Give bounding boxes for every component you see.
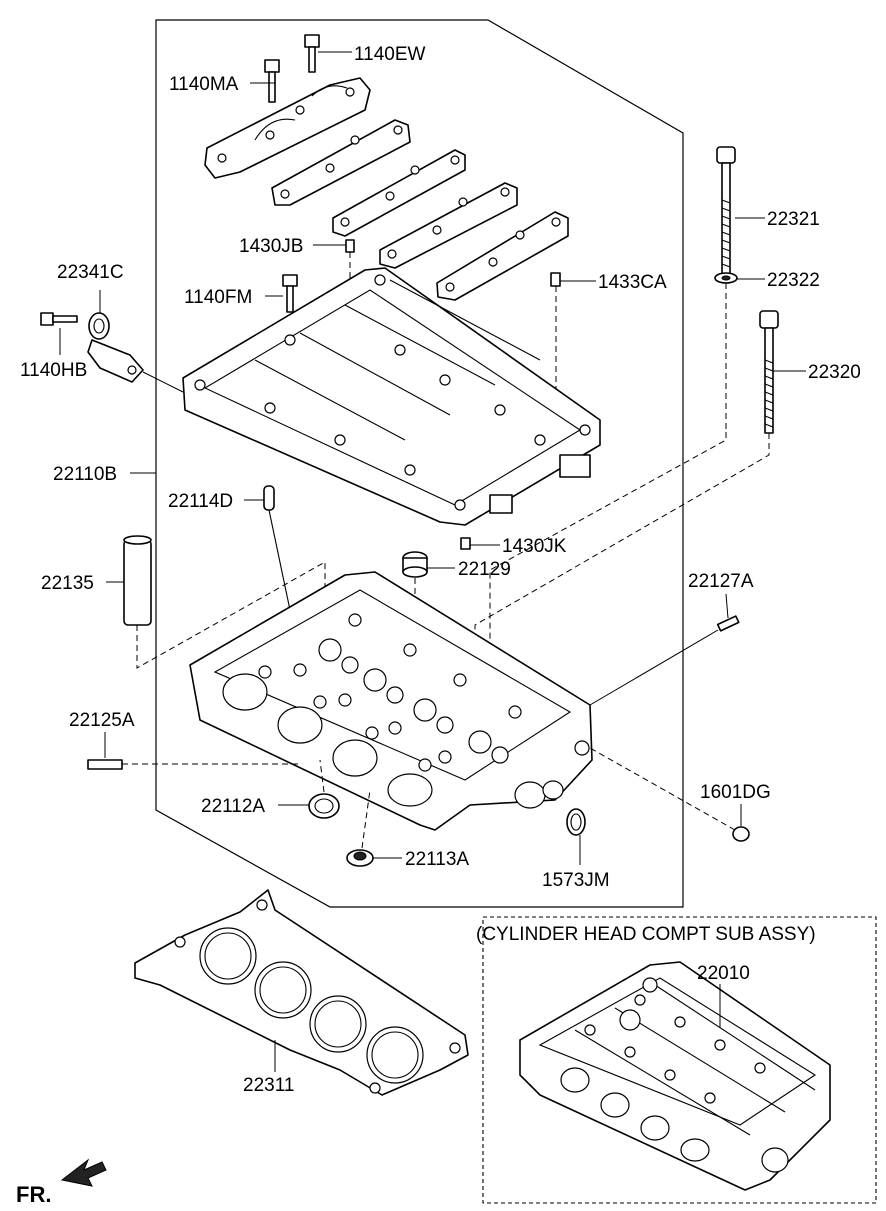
seal-1573jm [566, 808, 586, 836]
stud-22114d [263, 485, 291, 611]
label-1140fm: 1140FM [184, 287, 252, 308]
label-1430jb: 1430JB [239, 236, 303, 257]
label-22320: 22320 [808, 362, 861, 383]
label-22112a: 22112A [201, 796, 265, 817]
seal-22112a [308, 793, 340, 819]
head-gasket-22311 [134, 889, 469, 1096]
plug-1601dg [732, 826, 750, 842]
seal-22113a [346, 849, 374, 867]
plug-22129 [402, 551, 428, 578]
head-bolt-bosses [258, 613, 522, 772]
seal-22341c [87, 312, 144, 383]
label-1573jm: 1573JM [542, 870, 610, 891]
cam-carrier-22110b [182, 267, 601, 526]
combustion-ports [222, 673, 433, 807]
dowel-pin-22135 [123, 535, 152, 626]
dowel-1430jk [460, 537, 471, 550]
label-1601dg: 1601DG [700, 782, 771, 803]
sub-assembly-title: (CYLINDER HEAD COMPT SUB ASSY) [476, 924, 816, 945]
assembly-frame [155, 19, 684, 908]
label-22114d: 22114D [168, 491, 233, 512]
dowel-1433ca [550, 272, 561, 287]
label-1140ew: 1140EW [354, 44, 426, 65]
bolt-1140fm [282, 274, 298, 313]
valve-seats [293, 638, 509, 764]
bearing-cap-1 [204, 77, 371, 179]
head-bolt-22320 [759, 310, 779, 434]
label-22322: 22322 [767, 270, 820, 291]
bearing-cap-5 [436, 211, 569, 301]
label-22129: 22129 [458, 559, 511, 580]
label-22341c: 22341C [57, 262, 124, 283]
front-marker-label: FR. [16, 1182, 51, 1207]
head-bolt-22321 [716, 146, 736, 276]
part-labels: 1140EW 1140MA 22341C 1140HB 1430JB 1140F… [16, 44, 861, 1207]
label-1140hb: 1140HB [20, 360, 87, 381]
washer-22322 [714, 272, 738, 284]
stud-22125a [87, 759, 123, 770]
leader-lines [59, 51, 806, 1072]
label-1140ma: 1140MA [169, 74, 239, 95]
bolt-1140ew [304, 34, 320, 73]
bolt-1140ma [264, 59, 280, 103]
sub-assembly-box [482, 916, 877, 1204]
label-1433ca: 1433CA [598, 272, 667, 293]
label-22110b: 22110B [53, 464, 117, 485]
bolt-1140hb [40, 312, 78, 326]
cylinder-head-sub-assembly-22010 [519, 961, 831, 1191]
bearing-cap-3 [332, 149, 466, 237]
label-22125a: 22125A [69, 710, 135, 731]
label-22127a: 22127A [688, 571, 754, 592]
bearing-cap-4 [379, 182, 518, 269]
cylinder-head [189, 571, 593, 831]
bearing-cap-2 [271, 119, 411, 206]
stud-22127a [716, 615, 740, 632]
label-1430jk: 1430JK [502, 536, 567, 557]
label-22113a: 22113A [405, 849, 469, 870]
label-22321: 22321 [767, 209, 820, 230]
label-22010: 22010 [697, 963, 750, 984]
dowel-1430jb [345, 239, 355, 253]
label-22135: 22135 [41, 573, 94, 594]
front-direction-arrow-icon [60, 1158, 107, 1187]
label-22311: 22311 [243, 1075, 294, 1096]
